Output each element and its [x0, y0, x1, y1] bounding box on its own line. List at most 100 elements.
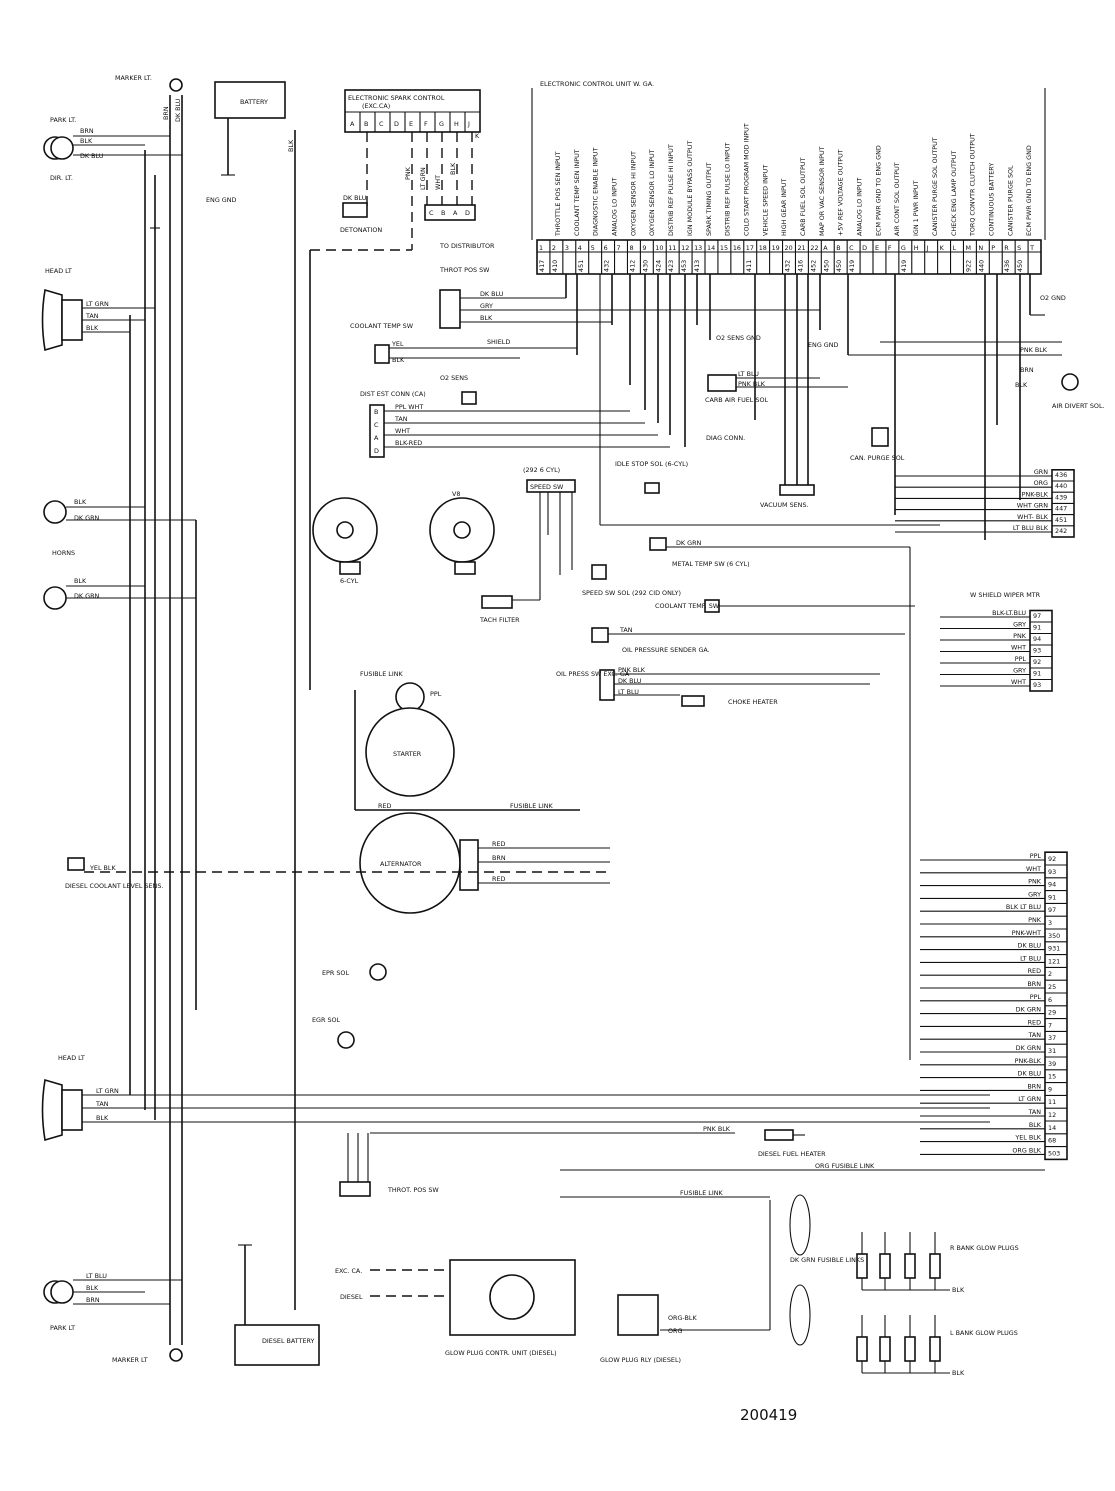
speed-sw-sol [591, 564, 607, 580]
connector-color-label: GRY [1013, 667, 1026, 675]
connector-color-label: WHT- BLK [1017, 513, 1049, 521]
ecu-pin-label: J [926, 244, 929, 252]
v8-label: V8 [452, 490, 460, 498]
connector-color-label: PNK-WHT [1012, 929, 1041, 937]
ecu-function-label: AIR CONT SOL OUTPUT [893, 162, 901, 236]
wiper-mtr-label: W SHIELD WIPER MTR [970, 591, 1041, 599]
ecu-pin-label: 1 [539, 244, 543, 252]
svg-text:RED: RED [378, 802, 391, 810]
eng-gnd-label: ENG GND [206, 196, 237, 204]
diesel-coolant-level-sens [67, 857, 85, 871]
park-lt-upper: BRN BLK DK BLU [43, 127, 182, 160]
svg-text:K: K [475, 132, 480, 140]
ecu-function-label: OXYGEN SENSOR HI INPUT [629, 151, 637, 236]
air-divert-sol-label: AIR DIVERT SOL. [1052, 402, 1105, 410]
glow-plug-rly-label: GLOW PLUG RLY (DIESEL) [600, 1356, 681, 1364]
ecu-pin-label: S [1017, 244, 1021, 252]
connector-color-label: PPL [1030, 993, 1042, 1001]
connector-color-label: DK GRN [1016, 1006, 1042, 1014]
ecu-function-label: IGN 1 PWR INPUT [912, 180, 920, 236]
ecu-function-label: CONTINUOUS BATTERY [987, 163, 995, 236]
glow-plug-icon [904, 1336, 916, 1362]
ecu-pin-label: A [823, 244, 828, 252]
diesel-coolant-label: DIESEL COOLANT LEVEL SENS. [65, 882, 163, 890]
coolant-temp-sw-2-label: COOLANT TEMP. SW [655, 602, 720, 610]
connector-color-label: PNK [1028, 878, 1042, 886]
ecu-pin-label: 10 [655, 244, 663, 252]
glow-plug-contr-label: GLOW PLUG CONTR. UNIT (DIESEL) [445, 1349, 557, 1357]
wire-dk-blu-label: DK BLU [174, 98, 182, 122]
svg-text:BLK: BLK [74, 577, 87, 585]
connector-color-label: DK GRN [1016, 1044, 1042, 1052]
connector-num-label: 37 [1048, 1034, 1056, 1042]
esc-title: ELECTRONIC SPARK CONTROL [348, 94, 445, 102]
speed-sw [526, 479, 576, 493]
metal-temp-sw-label: METAL TEMP SW (6 CYL) [672, 560, 750, 568]
ecu-pin-label: 13 [694, 244, 702, 252]
connector-color-label: LT GRN [1018, 1095, 1041, 1103]
connector-color-label: WHT GRN [1017, 502, 1048, 510]
ecu-pin-label: T [1029, 244, 1034, 252]
connector-color-label: BLK [1029, 1121, 1042, 1129]
ecu-pin-label: 16 [733, 244, 741, 252]
svg-text:B: B [364, 120, 368, 128]
svg-text:C: C [374, 421, 379, 429]
ecu-circuit-label: 413 [693, 260, 701, 272]
o2-gnd-label: O2 GND [1040, 294, 1066, 302]
ecu-function-label: OXYGEN SENSOR LO INPUT [648, 149, 656, 236]
throt-pos-sw-2 [339, 1181, 371, 1197]
distributor-6cyl [312, 497, 378, 575]
svg-text:YEL: YEL [391, 340, 404, 348]
svg-text:RED: RED [492, 840, 505, 848]
ecu-function-label: ECM PWR GND TO ENG GND [1025, 145, 1033, 236]
ecu-function-label: COOLANT TEMP SEN INPUT [573, 149, 581, 236]
r-bank-label: R BANK GLOW PLUGS [950, 1244, 1019, 1252]
connector-num-label: 350 [1048, 932, 1060, 940]
ecu-pin-label: 21 [797, 244, 805, 252]
alternator-label: ALTERNATOR [380, 860, 422, 868]
svg-text:PPL WHT: PPL WHT [395, 403, 423, 411]
ecu-pin-label: H [914, 244, 919, 252]
o2-sens-gnd-label: O2 SENS GND [716, 334, 761, 342]
connector-color-label: WHT [1011, 644, 1026, 652]
ecu-function-label: DIAGNOSTIC ENABLE INPUT [592, 147, 600, 236]
connector-num-label: 97 [1033, 612, 1041, 620]
ecu-pin-label: B [836, 244, 840, 252]
svg-text:GRY: GRY [480, 302, 493, 310]
ecu-circuit-label: 416 [796, 260, 804, 272]
connector-num-label: 3 [1048, 919, 1052, 927]
connector-num-label: 68 [1048, 1137, 1056, 1145]
l-bank-label: L BANK GLOW PLUGS [950, 1329, 1018, 1337]
connector-num-label: 12 [1048, 1111, 1056, 1119]
oil-pressure-sender-label: OIL PRESSURE SENDER GA. [622, 646, 710, 654]
connector-color-label: DK BLU [1018, 1070, 1042, 1078]
wire-brn-label: BRN [162, 106, 170, 120]
svg-text:A: A [350, 120, 355, 128]
ecu-function-label: IGN MODULE BYPASS OUTPUT [686, 141, 694, 236]
ecu-function-label: SPARK TIMING OUTPUT [705, 162, 713, 236]
connector-num-label: 97 [1048, 906, 1056, 914]
glow-plug-gnd-label: BLK [952, 1369, 965, 1377]
head-lt-upper: LT GRN TAN BLK [41, 288, 155, 352]
ecu-pin-label: 18 [759, 244, 767, 252]
exc-ca-label: EXC. CA. [335, 1267, 362, 1275]
tach-filter-label: TACH FILTER [479, 616, 520, 624]
egr-sol-label: EGR SOL [312, 1016, 341, 1024]
svg-text:WHT: WHT [434, 175, 442, 190]
svg-text:BLK: BLK [480, 314, 493, 322]
svg-text:PNK BLK: PNK BLK [738, 380, 766, 388]
connector-color-label: TAN [1027, 1031, 1041, 1039]
ecu-pin-label: 9 [642, 244, 646, 252]
connector-num-label: 39 [1048, 1060, 1056, 1068]
svg-text:LT BLU: LT BLU [738, 370, 759, 378]
glow-plug-icon [879, 1253, 891, 1279]
dist-est-conn: B C A D PPL WHT TAN WHT BLK-RED [369, 403, 670, 458]
glow-plug-relay [617, 1294, 659, 1336]
choke-heater [681, 695, 705, 707]
connector-num-label: 91 [1048, 893, 1056, 901]
ecu-circuit-label: 453 [680, 260, 688, 272]
tach-filter [481, 595, 513, 609]
ecu-pin-label: M [965, 244, 971, 252]
ecu-pin-label: C [849, 244, 854, 252]
connector-color-label: RED [1028, 967, 1041, 975]
